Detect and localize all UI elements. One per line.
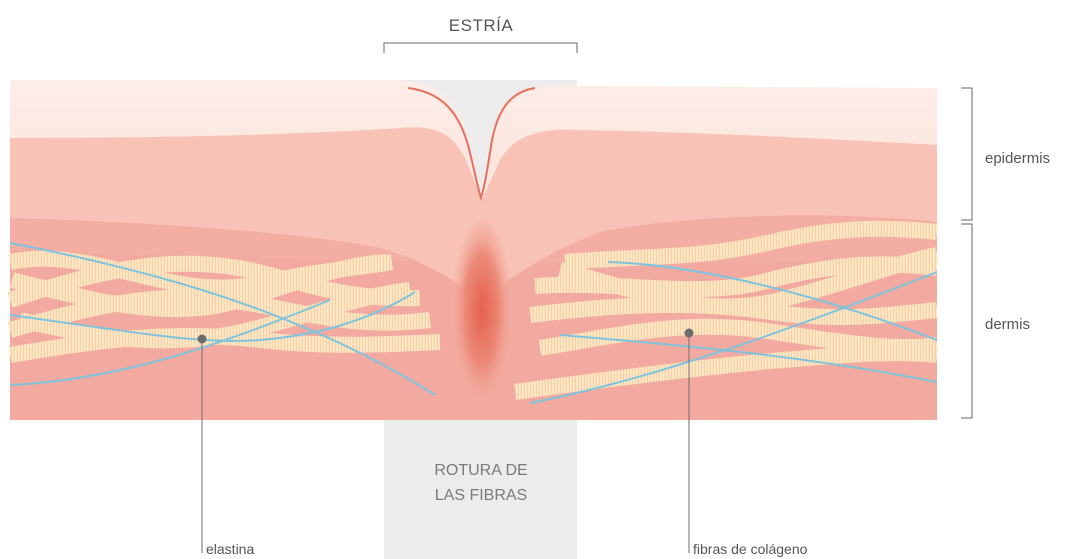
epidermis-bracket xyxy=(961,87,973,221)
dermis-bracket xyxy=(961,223,973,419)
rupture-label-line2: LAS FIBRAS xyxy=(435,487,527,504)
collagen-fibers-right xyxy=(513,220,939,400)
collagen-fiber xyxy=(513,345,938,400)
collagen-fiber xyxy=(558,247,939,315)
fold-edge xyxy=(407,87,536,202)
collagen-fiber xyxy=(10,254,386,318)
elastin-fiber xyxy=(607,261,938,341)
elastin-fiber xyxy=(9,291,416,342)
collagen-fiber xyxy=(18,282,411,349)
elastin-fiber xyxy=(559,334,938,383)
colageno-marker xyxy=(684,328,694,338)
title: ESTRÍA xyxy=(449,16,514,35)
epidermis-label: epidermis xyxy=(985,150,1050,167)
surface-layer xyxy=(10,80,937,200)
tear xyxy=(450,220,514,420)
elastina-label: elastina xyxy=(206,541,254,557)
elastin-fibers xyxy=(9,242,938,404)
elastin-fiber xyxy=(529,271,938,404)
elastin-fiber xyxy=(9,242,436,396)
dermis-label: dermis xyxy=(985,316,1030,333)
colageno-label: fibras de colágeno xyxy=(693,541,808,557)
rupture-label-line1: ROTURA DE xyxy=(434,462,527,479)
elastina-marker xyxy=(197,334,207,344)
epidermis-layer xyxy=(10,109,937,301)
collagen-fiber xyxy=(564,220,938,270)
elastin-fiber xyxy=(9,299,331,386)
skin-cross-section xyxy=(7,80,939,420)
title-bracket xyxy=(383,42,578,53)
